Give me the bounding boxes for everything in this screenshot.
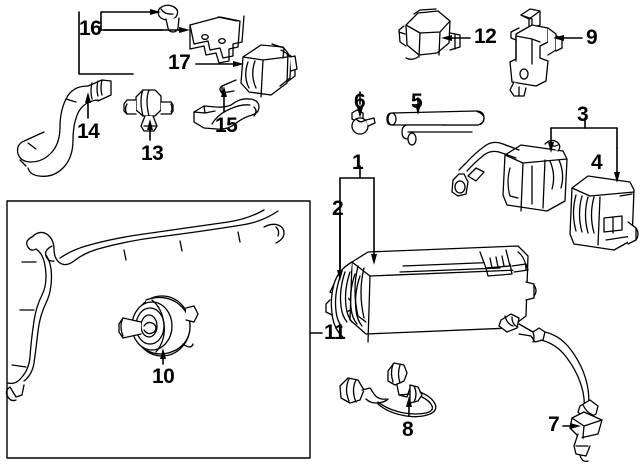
leader-4 bbox=[614, 147, 620, 183]
leader-12 bbox=[441, 35, 471, 41]
callout-2: 2 bbox=[332, 197, 344, 220]
part-hose-clamp-6 bbox=[351, 109, 376, 135]
callout-6: 6 bbox=[354, 90, 366, 113]
part-vapor-pressure-sensor-12 bbox=[398, 8, 461, 60]
part-leak-detection-pump-10 bbox=[118, 295, 199, 357]
part-bolt-16 bbox=[157, 4, 180, 33]
callout-10: 10 bbox=[152, 365, 175, 388]
part-pump-module-4 bbox=[569, 175, 639, 251]
callout-3: 3 bbox=[577, 103, 589, 126]
callout-12: 12 bbox=[474, 25, 497, 48]
part-vapor-hose-5 bbox=[386, 110, 485, 146]
leader-3 bbox=[548, 117, 618, 153]
leader-9 bbox=[553, 35, 583, 41]
leader-15 bbox=[221, 86, 227, 113]
part-purge-valve-3 bbox=[451, 139, 568, 212]
part-purge-bracket-9 bbox=[509, 8, 563, 97]
callout-14: 14 bbox=[77, 120, 100, 143]
part-pcv-hose-14 bbox=[16, 79, 112, 177]
callout-17: 17 bbox=[168, 51, 191, 74]
part-charcoal-canister-1 bbox=[330, 245, 537, 343]
leader-8 bbox=[406, 396, 412, 417]
callout-16: 16 bbox=[79, 17, 102, 40]
part-hose-kit-long-hose bbox=[5, 209, 285, 402]
callout-8: 8 bbox=[402, 418, 414, 441]
leader-13 bbox=[147, 119, 153, 141]
callout-15: 15 bbox=[215, 114, 238, 137]
callout-13: 13 bbox=[141, 142, 164, 165]
callout-5: 5 bbox=[411, 90, 423, 113]
leader-14 bbox=[85, 92, 91, 119]
leader-6 bbox=[357, 91, 363, 118]
part-purge-solenoid-17 bbox=[219, 43, 298, 98]
callout-11: 11 bbox=[324, 321, 346, 344]
part-o2-sensor-7 bbox=[498, 313, 603, 463]
leader-2 bbox=[337, 211, 343, 281]
leader-7 bbox=[562, 423, 581, 429]
callout-1: 1 bbox=[352, 151, 364, 174]
callout-9: 9 bbox=[586, 26, 598, 49]
leader-16 bbox=[78, 9, 190, 75]
part-bracket-16 bbox=[189, 15, 245, 64]
leader-17 bbox=[195, 61, 244, 67]
callout-7: 7 bbox=[548, 413, 560, 436]
part-af-sensor-8 bbox=[339, 362, 437, 418]
part-pcv-hose-15 bbox=[193, 98, 260, 130]
callout-4: 4 bbox=[591, 151, 603, 174]
leader-10 bbox=[160, 348, 166, 365]
leader-5 bbox=[415, 97, 421, 115]
